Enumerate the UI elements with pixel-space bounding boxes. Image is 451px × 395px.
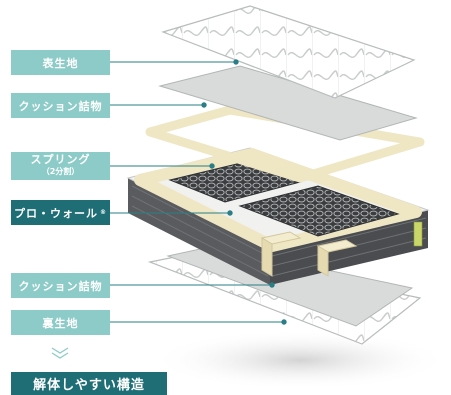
top-cover-layer <box>161 5 416 99</box>
label-upper-cushion: クッション詰物 <box>11 93 110 118</box>
label-upper-cushion-text: クッション詰物 <box>18 99 103 113</box>
registered-mark: ® <box>100 209 107 216</box>
label-spring-text: スプリング <box>30 153 91 166</box>
label-pro-wall-text: プロ・ウォール <box>14 206 98 220</box>
foam-block <box>317 245 329 277</box>
spring-unit-right <box>238 185 400 237</box>
label-top-cover-text: 表生地 <box>42 56 79 70</box>
upper-cushion-frame <box>145 105 425 183</box>
label-spring: スプリング （2分割） <box>11 152 110 180</box>
label-lower-cushion: クッション詰物 <box>11 273 110 298</box>
double-chevron-down-icon <box>51 347 69 359</box>
label-bottom-cover: 裏生地 <box>11 310 110 335</box>
label-bottom-cover-text: 裏生地 <box>42 316 79 330</box>
floor-shadow <box>150 330 450 390</box>
pro-wall-frame <box>134 148 422 252</box>
label-spring-subtext: （2分割） <box>41 167 80 176</box>
label-lower-cushion-text: クッション詰物 <box>18 279 103 293</box>
lower-cushion-layer <box>166 245 414 327</box>
label-pro-wall: プロ・ウォール® <box>11 200 110 225</box>
conclusion-text: 解体しやすい構造 <box>33 378 145 393</box>
brand-tag <box>413 221 423 247</box>
conclusion-banner: 解体しやすい構造 <box>11 372 167 395</box>
upper-cushion-layer <box>158 65 418 141</box>
label-top-cover: 表生地 <box>11 50 110 75</box>
foam-block <box>261 237 273 277</box>
